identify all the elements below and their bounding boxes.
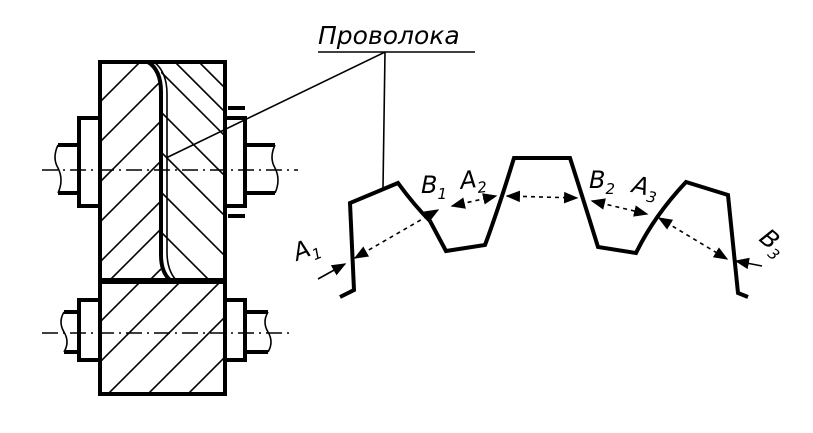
label-b2: B2 <box>589 166 615 198</box>
wire-leader-to-roller <box>165 51 386 159</box>
chord-b1-a2 <box>450 193 498 209</box>
upper-shaft <box>54 106 279 218</box>
gear-tooth-outline <box>339 156 749 299</box>
label-a1: A1 <box>287 231 325 271</box>
chord-a3-b3 <box>657 217 729 260</box>
leader-a1 <box>317 263 347 280</box>
label-b3: B3 <box>752 223 792 264</box>
lower-roller-hatch <box>100 282 225 394</box>
lower-shaft <box>60 298 272 362</box>
leader-b3 <box>734 257 763 270</box>
wire-callout: Проволока <box>165 21 475 189</box>
wire-leader-to-gear <box>382 51 386 189</box>
chord-b2-a3 <box>590 198 649 217</box>
chord-a1-b1 <box>353 209 440 259</box>
point-labels: A1 B1 A2 B2 A3 B3 <box>287 164 792 271</box>
label-a3: A3 <box>627 170 661 207</box>
gear-profile <box>339 156 749 299</box>
measurement-chords <box>317 190 763 280</box>
label-a2: A2 <box>456 164 488 199</box>
wire-groove <box>146 60 172 282</box>
upper-roller-hatch-left <box>100 62 161 280</box>
label-b1: B1 <box>421 171 447 203</box>
chord-a2-b2 <box>505 190 579 204</box>
upper-roller-hatch-right <box>161 62 225 280</box>
wire-groove-edge <box>153 61 177 281</box>
roller-assembly <box>42 60 298 396</box>
wire-label: Проволока <box>318 21 460 50</box>
